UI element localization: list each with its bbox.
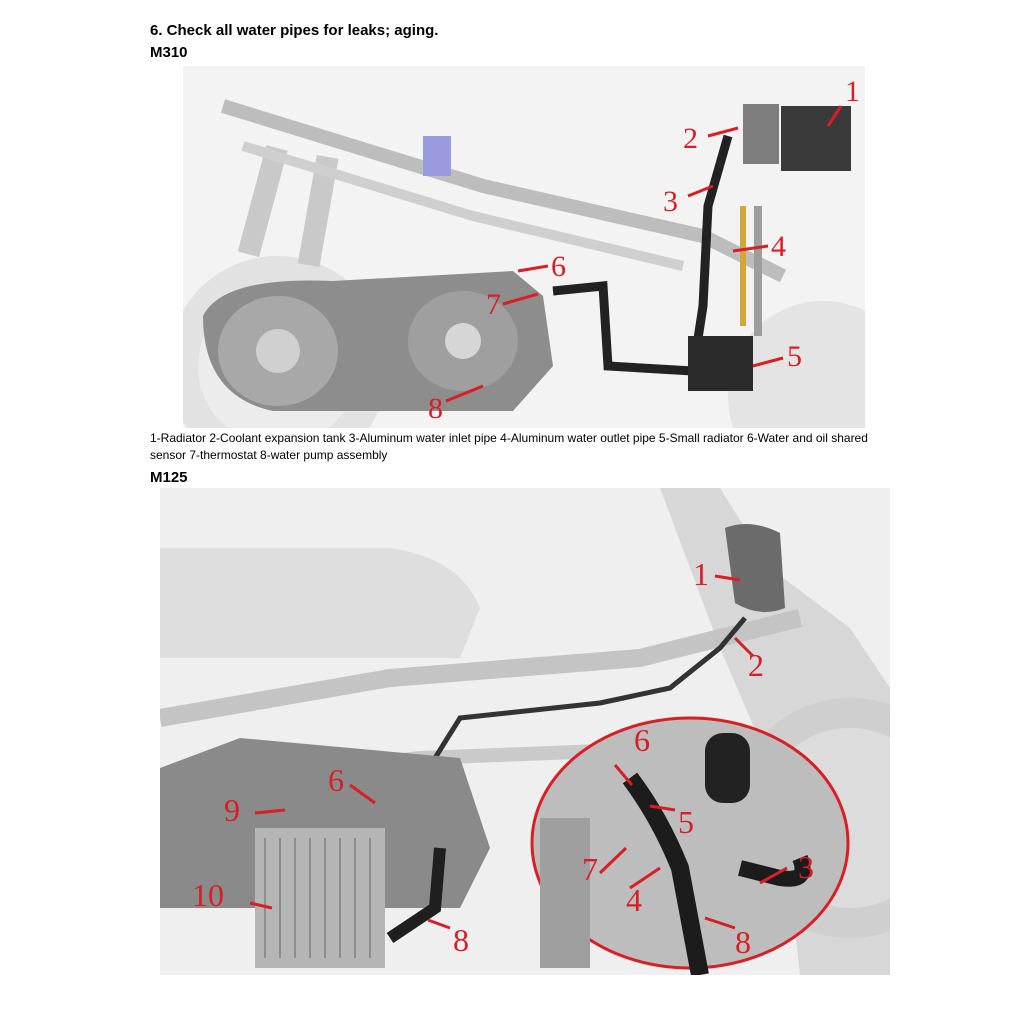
m310-parts-caption: 1-Radiator 2-Coolant expansion tank 3-Al…	[150, 431, 868, 462]
m125-callout-2: 2	[748, 647, 764, 683]
m125-callout-1: 1	[693, 556, 709, 592]
m125-callout-8-detail: 8	[735, 924, 751, 960]
m125-callout-7: 7	[582, 851, 598, 887]
m310-callout-1: 1	[845, 75, 860, 108]
m125-callout-6: 6	[328, 762, 344, 798]
m125-callout-9: 9	[224, 792, 240, 828]
radiator-shape	[781, 106, 851, 171]
overflow-hose-shape	[407, 616, 747, 800]
expansion-tank-shape	[725, 524, 785, 612]
m310-cooling-system-figure: 1 2 3 4 5 6 7 8	[183, 66, 865, 428]
m125-callout-8: 8	[453, 922, 469, 958]
m125-callout-6-detail: 6	[634, 722, 650, 758]
seat-pan-shape	[160, 548, 480, 658]
radiator-shape	[255, 828, 385, 968]
m310-model-label: M310	[150, 44, 188, 61]
m125-callout-4: 4	[626, 882, 642, 918]
m125-model-label: M125	[150, 469, 188, 486]
m310-callout-7: 7	[486, 288, 501, 321]
m125-callout-5: 5	[678, 804, 694, 840]
section-title: 6. Check all water pipes for leaks; agin…	[150, 22, 439, 39]
m125-cooling-system-figure: 1 2 3 4 5 6 6 7 8 8 9 10	[160, 488, 890, 975]
m310-callout-6: 6	[551, 250, 566, 283]
m310-callout-3: 3	[663, 185, 678, 218]
m310-callout-2: 2	[683, 122, 698, 155]
m125-callout-3: 3	[798, 849, 814, 885]
m310-callout-4: 4	[771, 230, 786, 263]
water-pump-hose-shape	[386, 847, 446, 943]
m310-callout-5: 5	[787, 340, 802, 373]
m310-callout-8: 8	[428, 392, 443, 425]
small-radiator-shape	[688, 336, 753, 391]
sensor-cap-shape	[705, 733, 750, 803]
m125-callout-10: 10	[192, 877, 224, 913]
blue-module-shape	[423, 136, 451, 176]
front-wheel-shape	[728, 301, 865, 428]
engine-block-shape	[160, 738, 490, 908]
